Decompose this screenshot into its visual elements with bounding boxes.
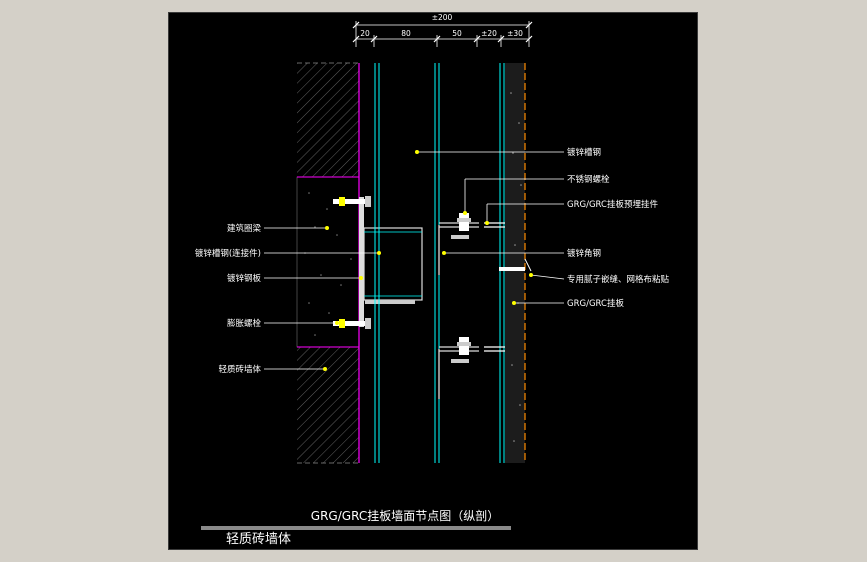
section-drawing: ±200 20 80 50 ±20 ±30 <box>195 13 670 530</box>
drawing-caption: 轻质砖墙体 <box>226 532 292 547</box>
angle-brackets <box>438 222 479 399</box>
label-stainless-bolt: 不锈钢螺栓 <box>567 174 610 185</box>
grg-panel <box>499 63 532 463</box>
label-grg-panel: GRG/GRC挂板 <box>567 298 624 309</box>
channel-connector <box>359 197 423 327</box>
drawing-title: GRG/GRC挂板墙面节点图（纵剖） <box>311 509 499 523</box>
dim-segment-2: 80 <box>401 29 411 38</box>
title-underline <box>201 526 511 530</box>
leader-lines <box>264 151 565 370</box>
label-ring-beam: 建筑圈梁 <box>227 223 262 234</box>
label-seam-tape: 专用腻子嵌缝、网格布粘贴 <box>567 274 670 285</box>
leader-dots <box>323 150 533 371</box>
label-galvanized-channel: 镀锌槽钢 <box>567 147 601 158</box>
ring-beam-block <box>296 176 360 348</box>
expansion-bolts <box>333 196 371 329</box>
label-galvanized-angle: 镀锌角钢 <box>567 248 601 259</box>
dim-segment-1: 20 <box>360 29 370 38</box>
dim-segment-4: ±20 <box>481 29 497 38</box>
dimension-chain: ±200 20 80 50 ±20 ±30 <box>352 13 533 47</box>
label-brick-wall: 轻质砖墙体 <box>218 364 261 375</box>
stainless-bolts <box>451 213 471 363</box>
dim-overall: ±200 <box>432 13 453 22</box>
label-channel-connector: 镀锌槽钢(连接件) <box>195 248 261 259</box>
label-steel-plate: 镀锌钢板 <box>227 273 262 284</box>
dim-segment-5: ±30 <box>507 29 523 38</box>
label-embedded-fitting: GRG/GRC挂板预埋挂件 <box>567 199 658 210</box>
cad-viewport[interactable]: ±200 20 80 50 ±20 ±30 <box>168 12 698 550</box>
dim-segment-3: 50 <box>452 29 462 38</box>
label-expansion-bolt: 膨胀螺栓 <box>227 318 262 329</box>
